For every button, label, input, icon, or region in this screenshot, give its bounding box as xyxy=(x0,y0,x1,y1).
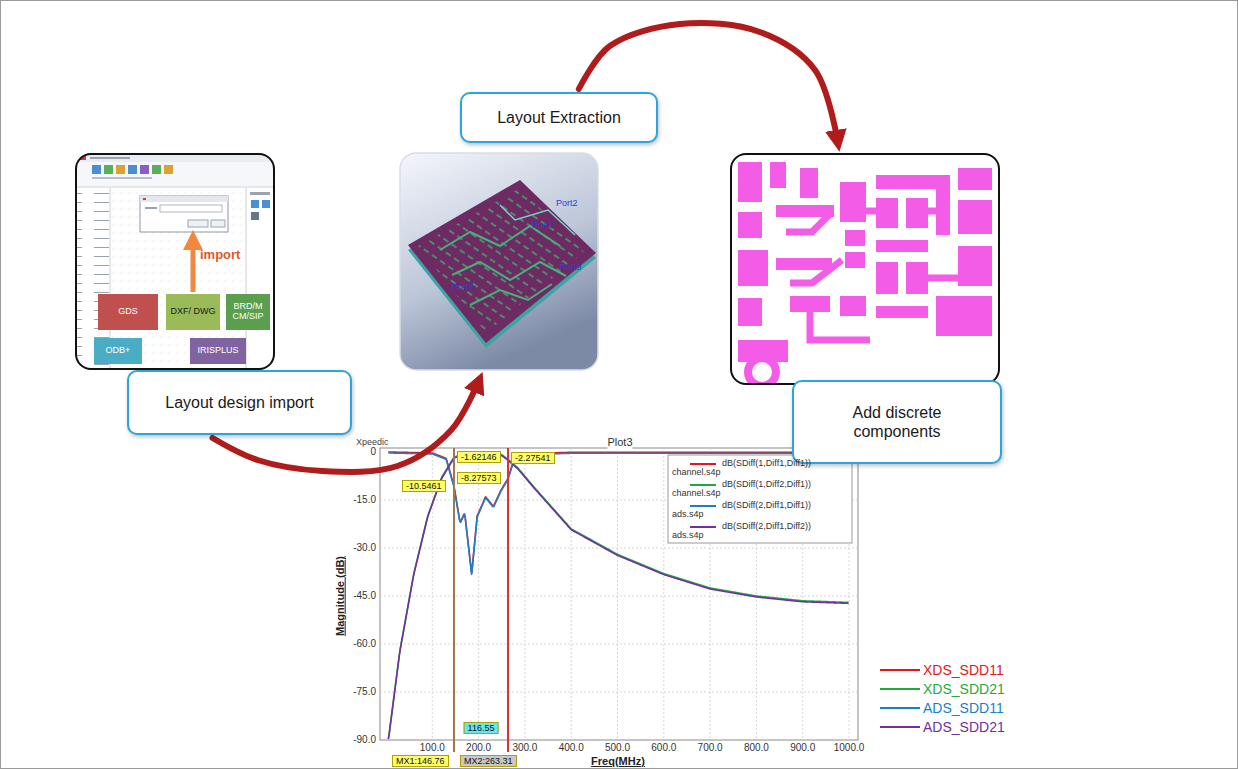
legend-text: XDS_SDD11 xyxy=(923,662,1004,678)
format-block: DXF/ DWG xyxy=(166,294,220,330)
port-label: Port3 xyxy=(452,282,474,292)
step-panel: Add discrete components xyxy=(730,153,1000,385)
legend-text: XDS_SDD21 xyxy=(923,681,1005,697)
y-tick: 0 xyxy=(370,446,376,458)
legend-swatch xyxy=(880,707,920,709)
plot-legend-trace: dB(SDiff(2,Diff1,Diff1)) xyxy=(722,500,811,510)
marker-delta: 116.55 xyxy=(464,722,499,734)
plot-legend-trace: dB(SDiff(2,Diff1,Diff2)) xyxy=(722,521,811,531)
s-parameter-plot xyxy=(380,448,858,752)
plot-legend-trace: dB(SDiff(1,Diff2,Diff1)) xyxy=(722,479,811,489)
port-label: Port9 xyxy=(560,262,582,272)
x-tick: 300.0 xyxy=(512,742,537,754)
x-tick: 200.0 xyxy=(466,742,491,754)
x-tick: 700.0 xyxy=(698,742,723,754)
axis-title: Freq(MHz) xyxy=(591,755,645,768)
y-tick: -60.0 xyxy=(353,638,376,650)
legend-entry: ADS_SDD21 xyxy=(880,719,1005,735)
y-tick: -75.0 xyxy=(353,686,376,698)
marker-value: -1.62146 xyxy=(457,451,501,463)
format-block: ODB+ xyxy=(94,338,142,364)
legend-text: ADS_SDD11 xyxy=(923,700,1004,716)
plot-legend-file: channel.s4p xyxy=(672,467,721,477)
format-block: BRD/M CM/SIP xyxy=(226,294,270,330)
y-tick: -15.0 xyxy=(353,494,376,506)
plot-legend-box xyxy=(668,455,852,543)
port-label: Port1 xyxy=(532,220,554,230)
plot-legend-trace: dB(SDiff(1,Diff1,Diff1)) xyxy=(722,458,811,468)
y-tick: -45.0 xyxy=(353,590,376,602)
marker-line xyxy=(507,448,509,752)
port-label: Port2 xyxy=(556,198,578,208)
x-tick: 1000.0 xyxy=(834,742,865,754)
legend-entry: ADS_SDD11 xyxy=(880,700,1004,716)
legend-swatch xyxy=(880,669,920,671)
legend-entry: XDS_SDD21 xyxy=(880,681,1005,697)
y-tick: -30.0 xyxy=(353,542,376,554)
plot-legend-file: channel.s4p xyxy=(672,488,721,498)
marker-name: MX2:263.31 xyxy=(460,755,517,767)
format-block: IRISPLUS xyxy=(190,338,246,364)
marker-value: -2.27541 xyxy=(511,452,555,464)
step-panel: Layout design import xyxy=(75,153,275,370)
flow-arrow xyxy=(579,23,838,143)
legend-swatch xyxy=(880,726,920,728)
extraction-3d-view xyxy=(400,153,598,370)
marker-line xyxy=(453,448,455,752)
plot-legend-file: ads.s4p xyxy=(672,509,704,519)
plot-legend-file: ads.s4p xyxy=(672,530,704,540)
x-tick: 800.0 xyxy=(744,742,769,754)
x-tick: 600.0 xyxy=(651,742,676,754)
x-tick: 500.0 xyxy=(605,742,630,754)
x-tick: 900.0 xyxy=(790,742,815,754)
legend-text: ADS_SDD21 xyxy=(923,719,1005,735)
x-tick: 100.0 xyxy=(420,742,445,754)
import-label: import xyxy=(200,248,240,263)
flow-arrow xyxy=(213,380,480,472)
legend-entry: XDS_SDD11 xyxy=(880,662,1004,678)
step-callout: Add discrete components xyxy=(792,380,1002,464)
x-tick: 400.0 xyxy=(559,742,584,754)
step-callout: Layout Extraction xyxy=(460,92,658,143)
axis-title: Magnitude (dB) xyxy=(334,556,347,636)
legend-swatch xyxy=(880,688,920,690)
format-block: GDS xyxy=(98,294,158,330)
import-screenshot xyxy=(75,153,275,370)
marker-name: MX1:146.76 xyxy=(392,755,449,767)
marker-value: -10.5461 xyxy=(402,480,446,492)
marker-value: -8.27573 xyxy=(457,472,501,484)
y-tick: -90.0 xyxy=(353,734,376,746)
vendor-label: Xpeedic xyxy=(356,437,389,447)
step-panel: Layout Extraction xyxy=(400,153,598,370)
plot-title: Plot3 xyxy=(607,436,632,449)
step-callout: Layout design import xyxy=(127,370,352,435)
layout-view xyxy=(730,153,1000,385)
